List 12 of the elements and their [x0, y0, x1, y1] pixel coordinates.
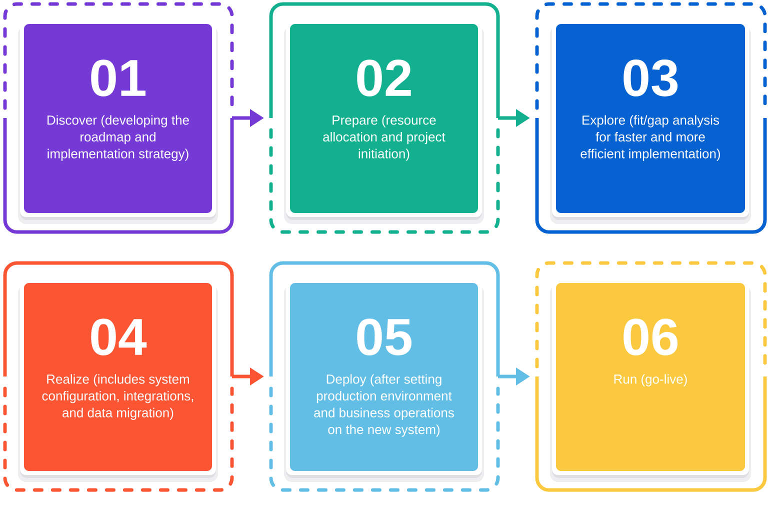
step-description: Discover (developing the roadmap and implementation strategy)	[48, 115, 189, 161]
step-description: Realize (includes system configuration, integrations, and data migration)	[42, 374, 194, 420]
step-description: Run (go-live)	[614, 374, 687, 386]
step-number: 01	[91, 60, 146, 96]
step-number: 02	[357, 60, 411, 96]
step-number: 03	[624, 60, 678, 96]
step-description: Prepare (resource allocation and project initiation)	[323, 115, 446, 161]
step-number: 05	[357, 318, 412, 356]
step-number: 04	[91, 318, 147, 356]
step-number: 06	[624, 318, 678, 356]
step-description: Deploy (after setting production environment and business operations on the new system)	[314, 374, 454, 437]
step-description: Explore (fit/gap analysis for faster and more efficient implementation)	[580, 115, 720, 161]
